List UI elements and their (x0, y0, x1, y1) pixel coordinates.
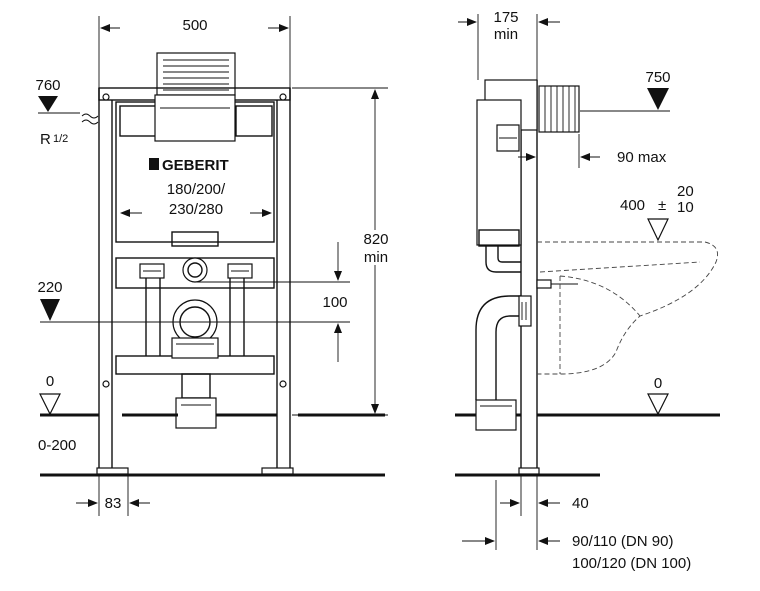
dim-height-820: 820 min (292, 87, 389, 416)
marker-floor-front: 0 (39, 373, 385, 417)
floor-level-front: 0 (46, 373, 54, 390)
width-label: 500 (182, 17, 207, 34)
cistern-size-line2: 230/280 (169, 201, 223, 218)
pipe-size-line1: 90/110 (DN 90) (572, 533, 673, 550)
adjust-range-label: 0-200 (38, 437, 76, 454)
front-view: 500 (35, 16, 389, 516)
marker-760: 760 R 1/2 (35, 77, 99, 148)
wc-bowl-outline (537, 241, 719, 375)
drain-outlet (171, 299, 219, 429)
adjust-range: 0-200 (38, 437, 385, 477)
side-view: 175 min (455, 9, 720, 572)
cistern-size-line1: 180/200/ (167, 181, 226, 198)
pipe-size-line2: 100/120 (DN 100) (572, 555, 691, 572)
spacing-100-label: 100 (322, 294, 347, 311)
height-820-min: min (364, 249, 388, 266)
leg-width-label: 83 (105, 495, 122, 512)
dim-pipe-size: 90/110 (DN 90) 100/120 (DN 100) (462, 480, 691, 572)
thread-r-label: R (40, 131, 51, 148)
depth-90-label: 90 max (617, 149, 667, 166)
marker-750: 750 (580, 69, 671, 112)
tolerance-lower: 10 (677, 199, 694, 216)
dim-leg-83: 83 (76, 476, 150, 516)
side-cistern (476, 99, 522, 247)
geberit-logo-mark (149, 158, 159, 170)
dim-width-500: 500 (98, 16, 291, 88)
height-760-label: 760 (35, 77, 60, 94)
dim-spacing-100: 100 (160, 242, 350, 362)
dim-depth-175: 175 min (458, 9, 560, 80)
dim-offset-40: 40 (500, 476, 589, 550)
offset-40-label: 40 (572, 495, 589, 512)
side-flush-pipe (485, 246, 578, 289)
thread-fraction-label: 1/2 (53, 133, 68, 145)
cistern: GEBERIT 180/200/ 230/280 (115, 94, 275, 247)
side-grille (538, 85, 580, 133)
side-drain-bend (475, 295, 532, 431)
marker-floor-side: 0 (455, 375, 720, 477)
depth-175-min: min (494, 26, 518, 43)
height-820-label: 820 (363, 231, 388, 248)
brand-label: GEBERIT (162, 157, 229, 174)
dim-depth-90: 90 max (518, 134, 667, 168)
frame (98, 87, 291, 415)
tolerance-upper: 20 (677, 183, 694, 200)
tolerance-sign: ± (658, 197, 666, 214)
marker-400: 400 ± 20 10 (620, 183, 694, 242)
height-220-label: 220 (37, 279, 62, 296)
height-750-label: 750 (645, 69, 670, 86)
floor-level-side: 0 (654, 375, 662, 392)
marker-220: 220 (37, 279, 160, 323)
depth-175-label: 175 (493, 9, 518, 26)
height-400-label: 400 (620, 197, 645, 214)
